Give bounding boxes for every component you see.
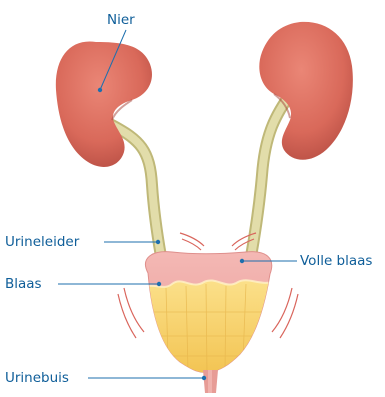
label-full-bladder: Volle blaas	[300, 253, 372, 269]
label-urethra: Urinebuis	[5, 370, 69, 386]
full-bladder	[140, 252, 280, 380]
label-bladder: Blaas	[5, 276, 42, 292]
urine	[140, 280, 280, 380]
label-ureter: Urineleider	[5, 234, 79, 250]
label-kidney: Nier	[107, 12, 135, 28]
